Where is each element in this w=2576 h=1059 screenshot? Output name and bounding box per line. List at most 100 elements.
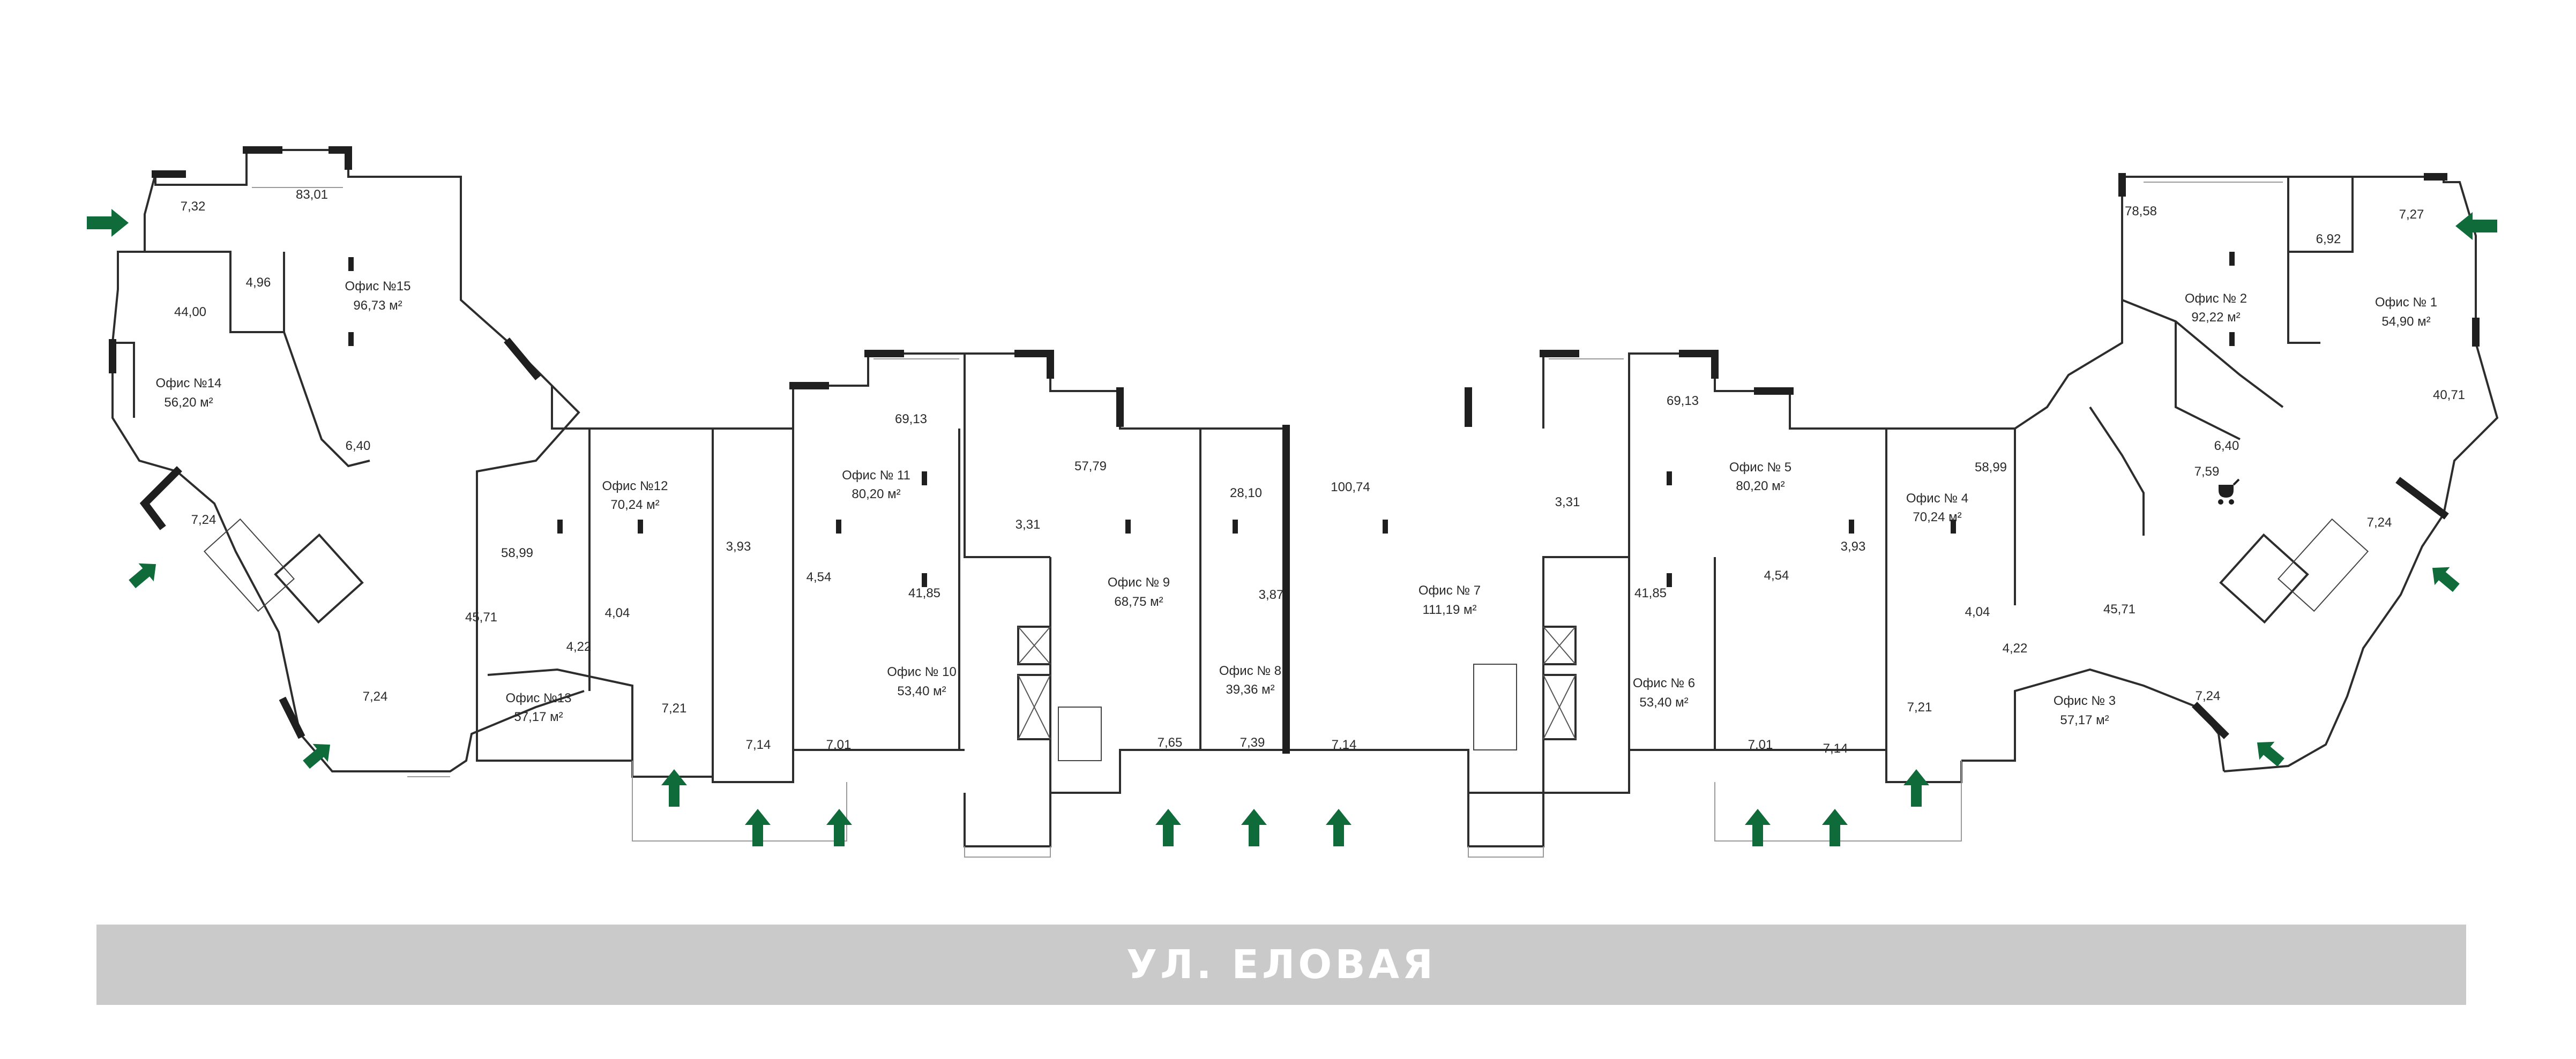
room-area: 6,40	[346, 439, 371, 453]
office-name: Офис № 7	[1418, 583, 1481, 598]
room-area: 7,24	[363, 689, 388, 704]
office-8: Офис № 8 39,36 м²	[1219, 664, 1281, 697]
room-area: 44,00	[174, 305, 206, 319]
room-area: 7,21	[662, 701, 687, 716]
office-area: 56,20 м²	[164, 395, 213, 410]
office-area: 70,24 м²	[1913, 510, 1961, 524]
office-name: Офис № 3	[2054, 694, 2116, 708]
office-11: Офис № 11 80,20 м²	[842, 468, 910, 501]
office-name: Офис №14	[156, 376, 222, 390]
office-name: Офис № 9	[1108, 575, 1170, 590]
room-area: 4,96	[246, 275, 271, 290]
room-area: 7,65	[1158, 735, 1183, 750]
room-area: 45,71	[465, 610, 497, 625]
room-area: 41,85	[1634, 586, 1667, 600]
room-area: 7,59	[2194, 464, 2220, 479]
office-15: Офис №15 96,73 м²	[345, 279, 411, 313]
office-area: 68,75 м²	[1114, 595, 1163, 609]
room-area: 28,10	[1230, 486, 1262, 500]
building-walls	[111, 149, 2499, 847]
office-name: Офис №15	[345, 279, 411, 294]
green-arrow-icon	[1241, 809, 1267, 846]
room-area: 3,87	[1259, 588, 1284, 602]
stroller-icon	[2218, 478, 2240, 505]
office-9: Офис № 9 68,75 м²	[1108, 575, 1170, 609]
stair-elevator-cores	[203, 518, 2369, 761]
green-arrow-icon	[129, 563, 156, 589]
room-area: 3,31	[1016, 517, 1041, 532]
office-area: 53,40 м²	[897, 684, 946, 699]
office-area: 57,17 м²	[2060, 713, 2109, 727]
room-area: 7,14	[1823, 741, 1848, 756]
office-name: Офис № 1	[2375, 295, 2437, 310]
room-area: 58,99	[501, 546, 533, 560]
room-area: 57,79	[1074, 459, 1107, 474]
green-arrow-icon	[745, 809, 771, 846]
room-area: 7,24	[2196, 689, 2221, 703]
room-area: 100,74	[1331, 480, 1370, 494]
office-13: Офис №13 57,17 м²	[506, 691, 572, 724]
street-name: УЛ. ЕЛОВАЯ	[1126, 942, 1436, 988]
room-area: 7,01	[826, 738, 852, 752]
green-arrow-icon	[303, 743, 331, 769]
street-label: УЛ. ЕЛОВАЯ	[96, 925, 2466, 1005]
room-area: 7,01	[1748, 738, 1773, 752]
office-name: Офис № 8	[1219, 664, 1281, 678]
office-name: Офис № 11	[842, 468, 910, 483]
office-name: Офис № 6	[1633, 676, 1695, 690]
room-area: 4,22	[2003, 641, 2028, 656]
office-2: Офис № 2 92,22 м²	[2185, 291, 2247, 325]
room-area: 40,71	[2433, 388, 2465, 402]
green-arrow-icon	[1745, 809, 1771, 846]
street-band	[96, 925, 2466, 1005]
room-area: 7,32	[181, 199, 206, 214]
office-area: 54,90 м²	[2381, 314, 2430, 329]
office-area: 70,24 м²	[610, 498, 659, 512]
green-arrow-icon	[2432, 567, 2460, 592]
office-1: Офис № 1 54,90 м²	[2375, 295, 2437, 329]
office-area: 53,40 м²	[1639, 695, 1688, 710]
room-area: 58,99	[1975, 460, 2007, 475]
office-14: Офис №14 56,20 м²	[156, 376, 222, 410]
office-5: Офис № 5 80,20 м²	[1729, 460, 1791, 493]
office-area: 57,17 м²	[514, 710, 563, 724]
room-area: 7,14	[1332, 738, 1357, 752]
room-area: 7,27	[2399, 207, 2424, 222]
room-area: 69,13	[895, 412, 927, 426]
room-area: 3,93	[1841, 539, 1866, 554]
office-name: Офис №13	[506, 691, 572, 705]
entrance-arrows	[87, 209, 2497, 846]
columns	[348, 252, 2235, 587]
structural-walls	[109, 146, 2480, 754]
room-area: 7,24	[2367, 515, 2392, 530]
office-area: 111,19 м²	[1422, 603, 1476, 617]
green-arrow-icon	[2257, 741, 2284, 767]
room-area: 6,40	[2214, 439, 2239, 453]
office-area: 96,73 м²	[353, 298, 402, 313]
room-area: 4,04	[605, 606, 630, 620]
office-name: Офис № 10	[887, 665, 957, 679]
room-area: 3,93	[726, 539, 751, 554]
office-name: Офис №12	[602, 479, 668, 493]
room-area: 7,24	[191, 513, 216, 527]
office-area: 80,20 м²	[1736, 479, 1784, 493]
office-12: Офис №12 70,24 м²	[602, 479, 668, 512]
green-arrow-icon	[2455, 212, 2497, 240]
green-arrow-icon	[1326, 809, 1352, 846]
green-arrow-icon	[1822, 809, 1848, 846]
office-labels: Офис № 1 54,90 м² Офис № 2 92,22 м² Офис…	[156, 279, 2438, 727]
room-area: 4,22	[566, 640, 592, 654]
room-area-labels: 7,32 83,01 4,96 44,00 6,40 7,24 58,99 4,…	[174, 187, 2465, 756]
green-arrow-icon	[826, 809, 852, 846]
office-3: Офис № 3 57,17 м²	[2054, 694, 2116, 727]
terraces	[252, 182, 2283, 858]
room-area: 4,04	[1965, 605, 1990, 619]
room-area: 83,01	[296, 187, 328, 202]
green-arrow-icon	[661, 769, 687, 807]
office-name: Офис № 2	[2185, 291, 2247, 306]
office-area: 80,20 м²	[852, 487, 900, 501]
office-area: 39,36 м²	[1226, 682, 1274, 697]
office-name: Офис № 5	[1729, 460, 1791, 475]
room-area: 41,85	[908, 586, 940, 600]
